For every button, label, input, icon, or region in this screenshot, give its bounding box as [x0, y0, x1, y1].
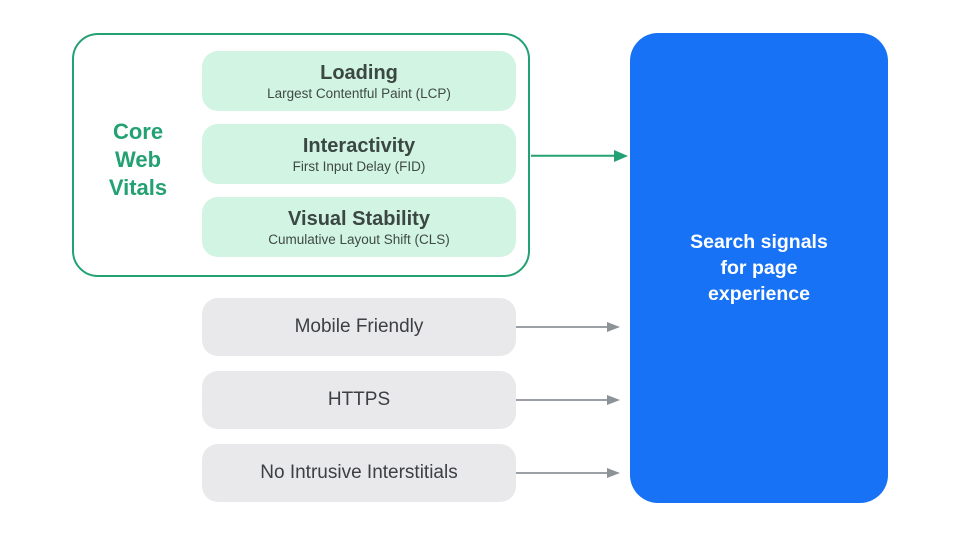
signal-label-mobile-friendly: Mobile Friendly: [294, 316, 424, 337]
arrow-shaft: [516, 399, 610, 401]
arrow-core-web-vitals: [531, 149, 628, 162]
arrow-head-icon: [607, 322, 620, 332]
vital-card-loading: Loading Largest Contentful Paint (LCP): [202, 51, 516, 111]
vital-subtitle-cls: Cumulative Layout Shift (CLS): [268, 231, 450, 247]
arrow-head-icon: [607, 395, 620, 405]
signal-card-mobile-friendly: Mobile Friendly: [202, 298, 516, 356]
vital-card-visual-stability: Visual Stability Cumulative Layout Shift…: [202, 197, 516, 257]
signal-card-https: HTTPS: [202, 371, 516, 429]
arrow-head-icon: [614, 149, 628, 162]
signal-card-no-intrusive-interstitials: No Intrusive Interstitials: [202, 444, 516, 502]
arrow-shaft: [516, 326, 610, 328]
search-signals-panel: Search signals for page experience: [630, 33, 888, 503]
vital-title-interactivity: Interactivity: [302, 134, 416, 157]
core-web-vitals-label: Core Web Vitals: [108, 119, 168, 200]
arrow-mobile-friendly: [516, 322, 620, 333]
vital-title-loading: Loading: [320, 61, 398, 84]
arrow-shaft: [531, 154, 617, 157]
vital-title-visual-stability: Visual Stability: [288, 207, 430, 230]
arrow-shaft: [516, 472, 610, 474]
arrow-no-intrusive-interstitials: [516, 468, 620, 479]
search-signals-label: Search signals for page experience: [690, 231, 828, 305]
arrow-https: [516, 395, 620, 406]
vital-subtitle-lcp: Largest Contentful Paint (LCP): [267, 85, 451, 101]
vital-card-interactivity: Interactivity First Input Delay (FID): [202, 124, 516, 184]
arrow-head-icon: [607, 468, 620, 478]
signal-label-no-intrusive-interstitials: No Intrusive Interstitials: [260, 462, 458, 483]
vital-subtitle-fid: First Input Delay (FID): [292, 158, 426, 174]
signal-label-https: HTTPS: [327, 389, 391, 410]
